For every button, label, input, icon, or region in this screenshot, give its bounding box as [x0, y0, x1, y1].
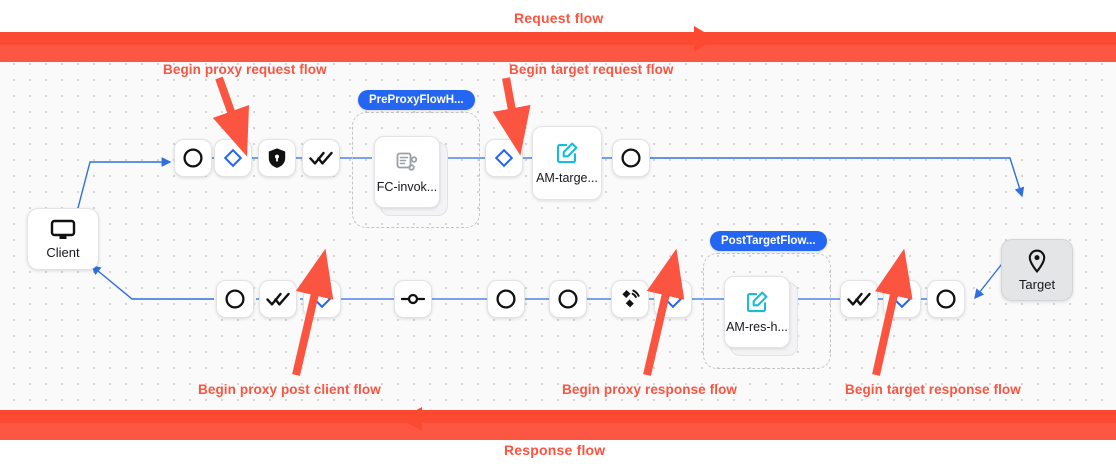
node-dot-line-icon: [401, 292, 425, 306]
annotation-begin-proxy-post-client-flow: Begin proxy post client flow: [198, 382, 381, 397]
endpoint-client-label: Client: [46, 244, 80, 260]
shield-lock-icon: [267, 147, 287, 169]
endpoint-target[interactable]: Target: [1001, 239, 1073, 301]
endpoint-client[interactable]: Client: [27, 208, 99, 270]
diagram-canvas[interactable]: Client Target: [0, 50, 1116, 410]
circle-outline-icon: [935, 288, 957, 310]
preproxyflowhook-group[interactable]: [352, 112, 480, 228]
response-flow-bar-bottom: [0, 423, 1116, 440]
node-req-security[interactable]: [258, 139, 296, 177]
node-res-checks[interactable]: [259, 280, 297, 318]
policy-card-fc-invoke[interactable]: FC-invok...: [374, 136, 452, 220]
preproxyflowhook-pill[interactable]: PreProxyFlowH...: [358, 90, 475, 110]
location-pin-icon: [1027, 249, 1047, 273]
node-res-checks-2[interactable]: [840, 280, 878, 318]
response-flow-caption: Response flow: [504, 442, 606, 458]
annotation-begin-target-request-flow: Begin target request flow: [509, 62, 674, 77]
circle-outline-icon: [224, 288, 246, 310]
annotation-begin-proxy-response-flow: Begin proxy response flow: [562, 382, 738, 397]
request-flow-caption: Request flow: [514, 10, 604, 26]
endpoint-target-label: Target: [1018, 276, 1056, 292]
node-req-start[interactable]: [174, 139, 212, 177]
satellite-icon: [619, 288, 641, 310]
policy-card-label: AM-res-h...: [726, 320, 788, 334]
response-flow-arrowhead: [400, 407, 422, 431]
assign-message-icon: [555, 141, 579, 165]
circle-outline-icon: [182, 147, 204, 169]
request-flow-bar-bottom: [0, 45, 1116, 62]
policy-card-label: AM-targe...: [536, 171, 598, 185]
annotation-begin-proxy-request-flow: Begin proxy request flow: [163, 62, 327, 77]
double-check-icon: [266, 291, 290, 307]
node-res-end[interactable]: [927, 280, 965, 318]
flow-callout-icon: [395, 150, 419, 174]
double-check-icon: [309, 150, 333, 166]
response-flow-banner: [0, 410, 1116, 440]
node-req-end[interactable]: [612, 139, 650, 177]
node-res-broadcast[interactable]: [611, 280, 649, 318]
circle-outline-icon: [495, 288, 517, 310]
node-req-checks[interactable]: [302, 139, 340, 177]
node-res-step-1[interactable]: [487, 280, 525, 318]
node-res-step-2[interactable]: [549, 280, 587, 318]
request-flow-banner: [0, 32, 1116, 62]
node-res-hop[interactable]: [394, 280, 432, 318]
circle-outline-icon: [620, 147, 642, 169]
response-flow-bar-top: [0, 410, 1116, 424]
annotation-begin-target-response-flow: Begin target response flow: [845, 382, 1021, 397]
request-flow-bar-top: [0, 32, 1116, 46]
assign-message-icon: [745, 290, 769, 314]
posttargetflow-pill[interactable]: PostTargetFlow...: [710, 231, 827, 251]
node-res-start[interactable]: [216, 280, 254, 318]
double-check-icon: [847, 291, 871, 307]
policy-card-am-target[interactable]: AM-targe...: [532, 126, 604, 202]
circle-outline-icon: [557, 288, 579, 310]
policy-card-label: FC-invok...: [376, 180, 438, 194]
request-flow-arrowhead: [694, 26, 716, 52]
posttargetflow-group[interactable]: [703, 253, 831, 369]
monitor-icon: [50, 219, 76, 241]
policy-card-am-res[interactable]: AM-res-h...: [724, 276, 802, 360]
